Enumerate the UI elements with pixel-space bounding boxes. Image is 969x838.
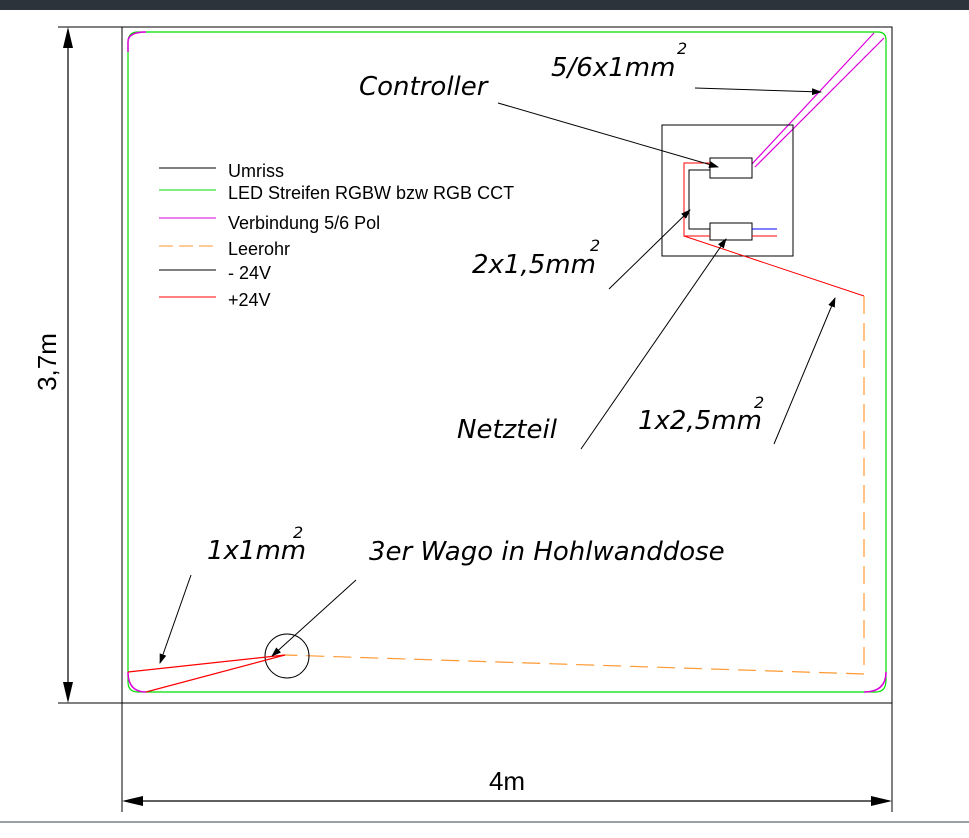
connection-line-2	[754, 37, 885, 168]
dim-height-label: 3,7m	[32, 333, 62, 391]
legend-label-led: LED Streifen RGBW bzw RGB CCT	[228, 183, 514, 203]
dim-height-arrow-top	[63, 27, 73, 48]
wago-junction-box	[264, 633, 310, 679]
controller-housing	[661, 124, 794, 257]
annotation-1x1-cable: 1x1mm	[207, 536, 306, 566]
leader-1x25	[773, 297, 836, 445]
wire-1x1-a	[127, 654, 286, 673]
annotation-wago: 3er Wago in Hohlwanddose	[369, 537, 725, 567]
wire-minus-internal	[688, 169, 710, 230]
wire-plus-feed	[683, 235, 865, 297]
corner-top-left	[127, 31, 147, 52]
bottom-divider	[0, 821, 969, 823]
leader-2x15	[608, 209, 691, 290]
legend-label-leerohr: Leerohr	[228, 239, 290, 259]
corner-bottom-left	[127, 671, 147, 693]
legend-label-umriss: Umriss	[228, 161, 284, 181]
conduit-leerohr	[284, 296, 865, 675]
wire-plus-internal	[683, 162, 710, 237]
leader-1x1	[159, 574, 192, 664]
annotation-5-6-cable: 5/6x1mm	[551, 53, 675, 83]
dim-height-arrow-bottom	[63, 682, 73, 703]
netzteil-box	[709, 222, 753, 241]
annotation-5-6-sup: 2	[677, 39, 687, 58]
dim-width-arrow-right	[871, 796, 892, 806]
legend-label-minus24: - 24V	[228, 263, 271, 283]
annotation-netzteil: Netzteil	[457, 415, 558, 445]
annotation-2x15-cable: 2x1,5mm	[472, 250, 596, 280]
leader-controller	[497, 102, 719, 168]
led-strip	[127, 31, 887, 693]
leader-netzteil	[580, 238, 727, 450]
room-outline	[121, 26, 893, 704]
wire-1x1-b	[145, 654, 286, 693]
annotation-1x25-sup: 2	[754, 393, 764, 412]
annotation-2x15-sup: 2	[590, 236, 600, 255]
dim-width-arrow-left	[122, 796, 143, 806]
leader-wago	[271, 579, 357, 657]
connection-line-1	[751, 32, 875, 165]
leader-5-6	[694, 87, 822, 96]
corner-bottom-right	[863, 671, 887, 693]
window-title-bar	[0, 0, 969, 10]
legend: Umriss LED Streifen RGBW bzw RGB CCT Ver…	[159, 161, 514, 310]
annotation-controller: Controller	[359, 72, 490, 102]
legend-label-plus24: +24V	[228, 290, 271, 310]
legend-label-verbindung: Verbindung 5/6 Pol	[228, 213, 380, 233]
annotation-1x1-sup: 2	[293, 523, 303, 542]
annotation-1x25-cable: 1x2,5mm	[638, 406, 762, 436]
controller-box	[709, 157, 753, 179]
dim-width-label: 4m	[489, 766, 525, 796]
